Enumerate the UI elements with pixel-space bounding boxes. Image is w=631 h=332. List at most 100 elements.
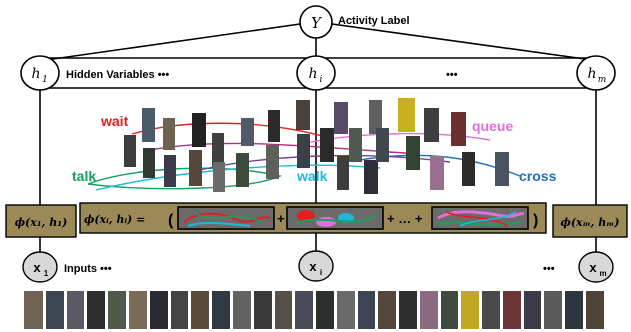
- hidden-middle-dots: •••: [446, 69, 458, 81]
- potential-ellipsis: + … +: [387, 211, 423, 226]
- activity-label-walk: walk: [296, 168, 328, 184]
- input-pedestrian-thumb: [171, 291, 188, 329]
- pedestrian-figure: [142, 108, 155, 142]
- input-pedestrian-thumb: [503, 291, 521, 329]
- input-pedestrian-thumb: [233, 291, 251, 329]
- input-pedestrian-thumb: [295, 291, 313, 329]
- input-pedestrian-thumb: [420, 291, 438, 329]
- hidden-node-h1-sub: 1: [42, 75, 48, 85]
- pedestrian-figure: [369, 100, 382, 134]
- hidden-node-hm-base: h: [587, 66, 596, 82]
- input-pedestrian-thumb: [586, 291, 604, 329]
- activity-label-wait: wait: [100, 113, 129, 129]
- feature-map-thumbnail: [177, 206, 275, 230]
- pedestrian-figure: [424, 108, 439, 142]
- potential-box-left: ϕ(x₁, h₁): [5, 204, 77, 238]
- input-pedestrian-thumb: [46, 291, 64, 329]
- input-pedestrian-thumb: [461, 291, 479, 329]
- input-node-x1-sub: 1: [44, 269, 49, 278]
- input-pedestrian-thumb: [275, 291, 292, 329]
- input-pedestrian-thumb: [191, 291, 209, 329]
- pedestrian-figure: [462, 152, 475, 186]
- pedestrian-figure: [320, 128, 334, 162]
- input-pedestrian-thumb: [482, 291, 500, 329]
- feature-map-thumbnail: [431, 206, 529, 230]
- potential-close-paren: ): [533, 212, 538, 229]
- pedestrian-figure: [495, 152, 509, 186]
- pedestrian-figure: [337, 156, 349, 190]
- input-node-xi-sub: i: [320, 268, 322, 277]
- input-pedestrian-thumb: [544, 291, 562, 329]
- input-pedestrian-thumb: [24, 291, 43, 329]
- input-pedestrian-thumb: [108, 291, 126, 329]
- hidden-node-hm-sub: m: [598, 75, 607, 85]
- edge-y-hm: [331, 23, 593, 61]
- pedestrian-figure: [163, 118, 175, 150]
- pedestrian-figure: [236, 153, 249, 187]
- potential-right-label: ϕ(xₘ, hₘ): [560, 216, 619, 229]
- trajectory-talk: [87, 167, 283, 190]
- pedestrian-figure: [124, 135, 136, 167]
- activity-label-node: [299, 5, 333, 39]
- pedestrian-figure: [164, 155, 176, 187]
- pedestrian-figure: [266, 145, 279, 179]
- input-pedestrian-thumb: [441, 291, 458, 329]
- pedestrian-figure: [334, 102, 348, 134]
- hidden-node-hm: h m: [576, 55, 616, 91]
- pedestrian-figure: [241, 118, 254, 146]
- input-node-xm-sub: m: [599, 269, 606, 278]
- pedestrian-figure: [398, 98, 415, 132]
- activity-label-queue: queue: [472, 118, 513, 134]
- pedestrian-figure: [297, 134, 310, 168]
- hidden-node-hi: h i: [296, 55, 336, 91]
- hidden-node-hi-sub: i: [320, 75, 323, 85]
- input-pedestrian-thumb: [524, 291, 541, 329]
- input-pedestrian-thumb: [378, 291, 396, 329]
- input-pedestrian-thumb: [337, 291, 355, 329]
- feature-map-thumbnail: [286, 206, 384, 230]
- input-pedestrian-thumb: [87, 291, 105, 329]
- potential-box-right: ϕ(xₘ, hₘ): [552, 204, 628, 238]
- input-pedestrian-thumb: [129, 291, 147, 329]
- pedestrian-figure: [268, 110, 280, 142]
- input-pedestrian-thumb: [316, 291, 334, 329]
- potential-plus-1: +: [277, 211, 285, 226]
- pedestrian-figure: [406, 136, 420, 170]
- activity-label-symbol: Y: [311, 14, 323, 32]
- input-pedestrian-thumb: [150, 291, 168, 329]
- input-node-xi: x i: [298, 250, 334, 282]
- pedestrian-figure: [213, 162, 225, 192]
- input-pedestrian-thumb: [399, 291, 417, 329]
- potential-middle-lhs: ϕ(xᵢ, hᵢ) =: [84, 213, 145, 226]
- pedestrian-figure: [296, 100, 310, 130]
- edge-y-h1: [45, 23, 301, 61]
- inputs-right-dots: •••: [543, 263, 555, 275]
- hidden-variables-caption: Hidden Variables •••: [66, 69, 169, 81]
- pedestrian-figure: [349, 128, 362, 162]
- activity-label-cross: cross: [519, 168, 557, 184]
- pedestrian-figure: [364, 160, 378, 194]
- potential-left-label: ϕ(x₁, h₁): [15, 216, 68, 229]
- pedestrian-figure: [189, 150, 202, 186]
- input-pedestrian-thumb: [67, 291, 84, 329]
- activity-label-talk: talk: [72, 168, 96, 184]
- pedestrian-figure: [212, 133, 224, 167]
- input-pedestrian-strip: [24, 291, 604, 329]
- hidden-node-h1-base: h: [31, 66, 40, 82]
- potential-box-middle: ϕ(xᵢ, hᵢ) = ( + + … + ): [79, 202, 547, 234]
- input-node-xm: x m: [578, 251, 614, 283]
- pedestrian-figure: [430, 156, 444, 190]
- pedestrian-figure: [143, 148, 155, 178]
- pedestrian-figure: [451, 112, 466, 146]
- pedestrian-cloud: [124, 98, 509, 194]
- pedestrian-figure: [376, 128, 389, 162]
- input-pedestrian-thumb: [358, 291, 375, 329]
- input-pedestrian-thumb: [254, 291, 272, 329]
- input-node-xi-base: x: [309, 259, 317, 274]
- input-node-x1-base: x: [33, 260, 41, 275]
- input-pedestrian-thumb: [565, 291, 583, 329]
- pedestrian-figure: [192, 113, 206, 147]
- inputs-caption: Inputs •••: [64, 263, 112, 275]
- potential-open-paren: (: [168, 212, 174, 229]
